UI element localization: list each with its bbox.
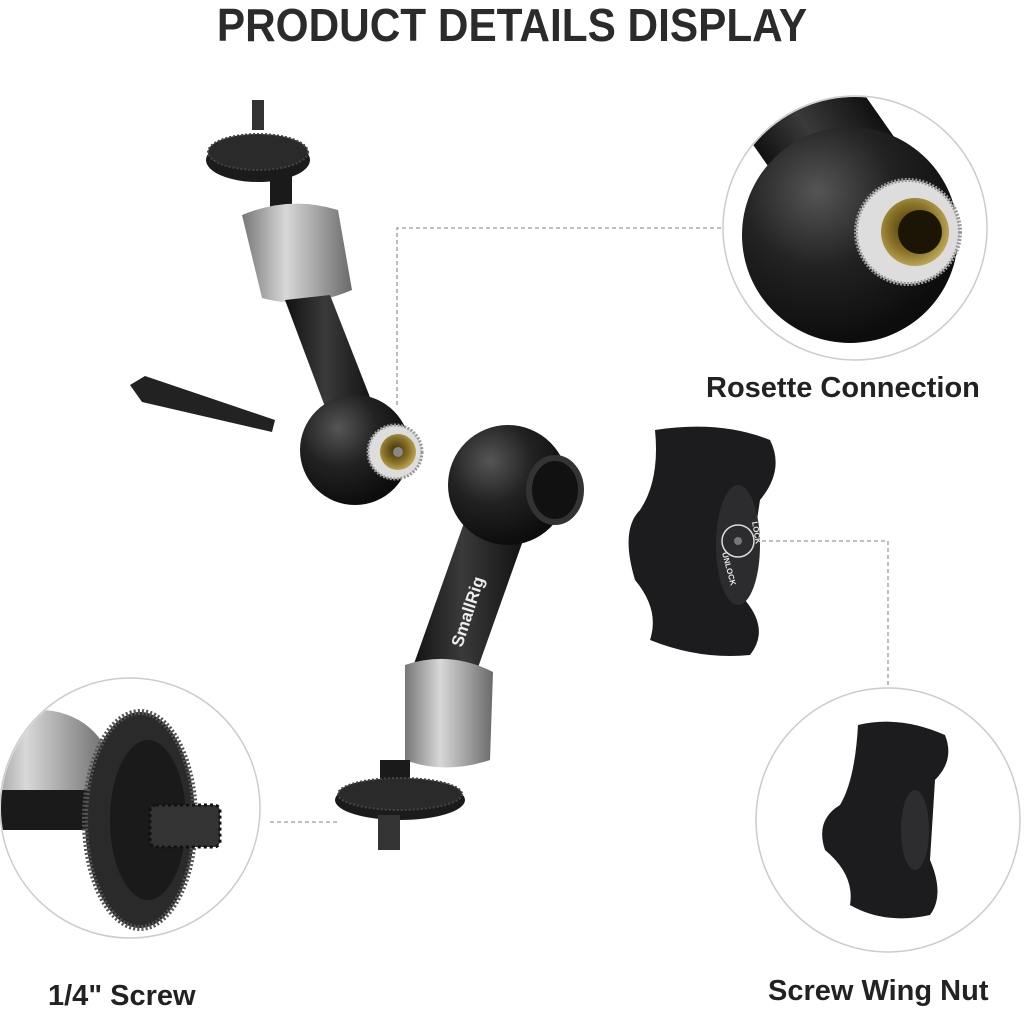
lower-ball-arm: SmallRig [335,425,584,850]
wing-nut: LOCK UNLOCK [628,426,776,656]
bolt [130,376,275,432]
rosette-detail-circle [722,95,988,361]
screw-wing-nut-label: Screw Wing Nut [768,975,989,1007]
rosette-connection-label: Rosette Connection [706,372,980,404]
dashed-connector-lines [270,227,889,823]
quarter-inch-screw-label: 1/4" Screw [48,980,196,1012]
screw-detail-circle [0,677,261,939]
upper-ball-arm [206,100,424,505]
page-title: PRODUCT DETAILS DISPLAY [216,0,808,51]
wing-nut-detail-circle [755,687,1021,953]
knob-lock-text: LOCK [750,521,763,545]
